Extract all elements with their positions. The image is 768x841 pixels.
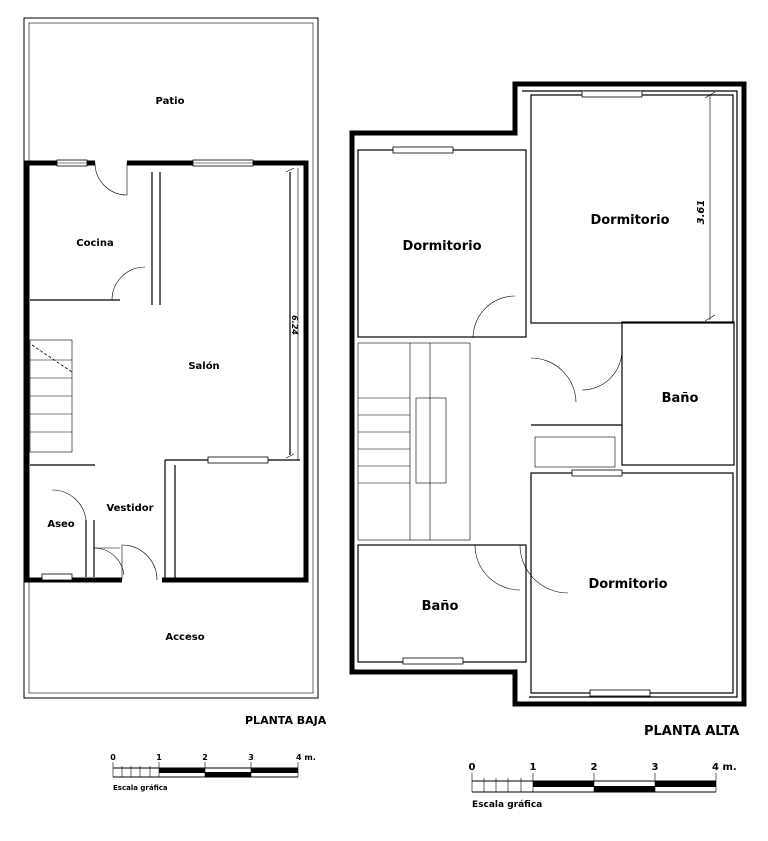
ground-stair — [29, 339, 73, 453]
label-acceso: Acceso — [165, 632, 204, 643]
entrance-door-gap — [122, 575, 162, 585]
upper-floor-plan: Dormitorio Dormitorio Baño Baño Dormitor… — [349, 81, 747, 810]
label-patio: Patio — [156, 96, 185, 107]
scale-tick-4-upper: 4 m. — [712, 762, 737, 773]
dimension-dormitorio: 3.61 — [696, 200, 707, 225]
scale-caption-upper: Escala gráfica — [472, 800, 542, 810]
patio-door-gap — [95, 158, 127, 168]
dimension-salon: 6.24 — [290, 315, 299, 335]
label-dormitorio-left: Dormitorio — [402, 239, 481, 254]
bano-right-door — [581, 349, 623, 391]
scale-tick-2: 2 — [202, 753, 208, 762]
patio-door-swing — [94, 162, 128, 196]
ground-floor-plan: Patio Cocina Salón Vestidor Aseo Acceso … — [23, 17, 327, 792]
title-planta-alta: PLANTA ALTA — [644, 724, 739, 739]
scale-tick-3: 3 — [248, 753, 254, 762]
cocina-door-swing — [111, 266, 146, 301]
window-bano-left — [402, 657, 464, 665]
upper-stair — [357, 342, 471, 541]
scale-tick-4: 4 m. — [296, 753, 316, 762]
window-dormitorio-top-right — [581, 90, 643, 98]
window-salon-bottom — [207, 456, 269, 464]
bano-right-walls — [621, 321, 735, 466]
label-salon: Salón — [188, 360, 219, 372]
scale-tick-0-upper: 0 — [469, 762, 476, 773]
vestidor-door-swing — [93, 547, 125, 579]
label-dormitorio-bottom-right: Dormitorio — [588, 577, 667, 592]
title-planta-baja: PLANTA BAJA — [245, 714, 327, 727]
label-cocina: Cocina — [76, 238, 113, 249]
scale-tick-3-upper: 3 — [652, 762, 659, 773]
scale-tick-1-upper: 1 — [530, 762, 537, 773]
window-dormitorio-left — [392, 146, 454, 154]
upper-exterior-outer — [349, 81, 747, 707]
label-aseo: Aseo — [47, 519, 74, 530]
window-aseo — [41, 573, 73, 581]
scale-bar-upper: 0 1 2 3 4 m. Escala gráfica — [469, 762, 737, 810]
plot-boundary-outer — [23, 17, 319, 699]
window-dormitorio-bottom-right-top — [571, 469, 623, 477]
dormitorio-left-door — [472, 295, 516, 339]
dormitorio-bottom-right-door — [519, 544, 569, 594]
ground-exterior-walls — [24, 160, 309, 583]
scale-caption: Escala gráfica — [113, 784, 168, 792]
label-vestidor: Vestidor — [106, 503, 153, 514]
scale-tick-1: 1 — [156, 753, 162, 762]
window-dormitorio-bottom-right — [589, 689, 651, 697]
aseo-door-swing — [51, 489, 87, 521]
scale-tick-2-upper: 2 — [591, 762, 598, 773]
scale-bar-ground: 0 1 2 3 4 m. Escala gráfica — [110, 753, 316, 792]
label-dormitorio-top-right: Dormitorio — [590, 213, 669, 228]
scale-tick-0: 0 — [110, 753, 116, 762]
label-bano-right: Baño — [662, 391, 699, 406]
label-bano-left: Baño — [422, 599, 459, 614]
dormitorio-top-right-door — [530, 357, 577, 403]
plot-boundary-inner — [28, 22, 314, 694]
entrance-door-swing — [121, 544, 158, 581]
bano-left-door — [474, 544, 521, 591]
